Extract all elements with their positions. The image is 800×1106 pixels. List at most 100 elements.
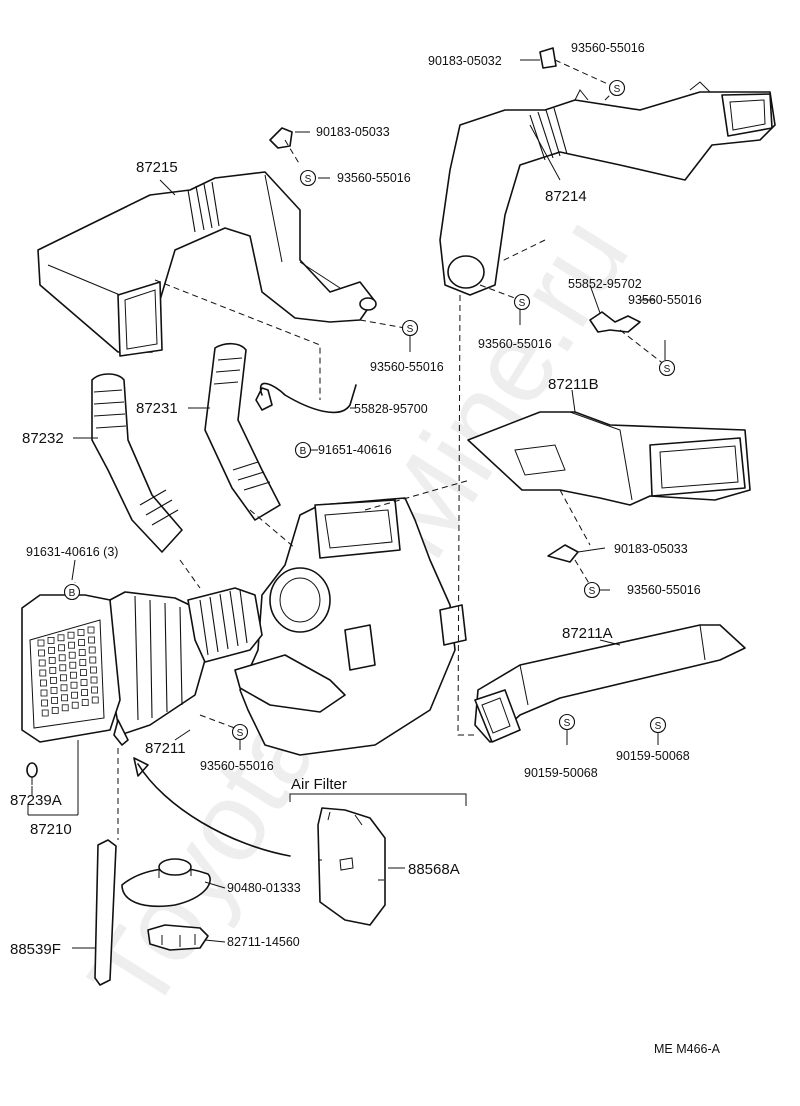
label-87211A: 87211A (562, 625, 613, 642)
symbol-s-icon: S (513, 293, 531, 311)
svg-text:S: S (237, 728, 244, 739)
filter-grid-cell (60, 684, 68, 692)
label-90480-01333: 90480-01333 (227, 881, 301, 895)
label-87232: 87232 (22, 430, 64, 447)
filter-grid-cell (91, 696, 99, 704)
svg-text:B: B (300, 446, 307, 457)
label-90159-50068-a: 90159-50068 (524, 766, 598, 780)
filter-grid-cell (78, 649, 86, 656)
label-90159-50068-b: 90159-50068 (616, 749, 690, 763)
filter-grid-cell (49, 667, 57, 674)
svg-text:S: S (305, 174, 312, 185)
filter-grid-cell (40, 679, 47, 687)
symbol-s-icon: S (401, 319, 419, 337)
label-87214: 87214 (545, 188, 587, 205)
filter-grid-cell (80, 679, 88, 686)
symbol-s-icon: S (231, 723, 249, 741)
filter-grid-cell (67, 631, 75, 639)
symbol-b-icon: B (63, 583, 81, 601)
filter-grid-cell (77, 629, 85, 636)
label-82711-14560: 82711-14560 (227, 935, 300, 949)
filter-grid-cell (51, 707, 59, 714)
svg-text:S: S (407, 324, 414, 335)
filter-grid-cell (80, 669, 87, 676)
hose-87232-drawing (91, 373, 183, 553)
duct-87214-drawing (439, 81, 776, 296)
label-87231: 87231 (136, 400, 178, 417)
filter-grid-cell (71, 701, 79, 709)
filter-grid-cell (61, 694, 68, 702)
leader-lines (27, 59, 666, 949)
filter-grid-cell (47, 637, 55, 644)
blower-unit-drawing (234, 497, 467, 756)
duct-87211A-drawing (474, 624, 746, 743)
svg-text:S: S (564, 718, 571, 729)
filter-grid-cell (81, 689, 88, 696)
filter-grid-cell (48, 647, 55, 654)
label-55852-95702: 55852-95702 (568, 277, 642, 291)
filter-grid-cell (38, 649, 45, 657)
filter-grid-cell (38, 659, 46, 667)
label-93560-55016-a: 93560-55016 (337, 171, 411, 185)
filter-grid-cell (90, 666, 97, 674)
label-93560-55016-f: 93560-55016 (200, 759, 274, 773)
assembly-lines (71, 59, 666, 840)
filter-grid-cell (50, 677, 57, 684)
hose-87231-drawing (204, 342, 281, 521)
symbol-b-icon: B (294, 441, 312, 459)
label-87210: 87210 (30, 821, 72, 838)
filter-grid-cell (87, 626, 95, 634)
svg-text:S: S (655, 721, 662, 732)
svg-text:S: S (664, 364, 671, 375)
label-88539F: 88539F (10, 941, 61, 958)
label-88568A: 88568A (408, 861, 460, 878)
filter-grid-cell (68, 641, 75, 649)
symbol-s-icon: S (658, 359, 676, 377)
label-87211: 87211 (145, 740, 186, 757)
filter-grid-cell (41, 699, 48, 707)
filter-grid-cell (70, 681, 78, 689)
duct-87211B-drawing (467, 411, 751, 506)
filter-grid-cell (61, 704, 69, 712)
filter-grid-cell (48, 657, 56, 664)
svg-text:S: S (589, 586, 596, 597)
label-87215: 87215 (136, 159, 178, 176)
svg-text:S: S (614, 84, 621, 95)
filter-grid-cell (90, 676, 98, 684)
filter-grid-cell (70, 671, 77, 679)
filter-grid-cell (69, 661, 77, 669)
filter-grid-cell (71, 691, 78, 699)
diagram-code: ME M466-A (654, 1042, 721, 1056)
label-93560-55016-e: 93560-55016 (627, 583, 701, 597)
filter-grid-cell (58, 644, 65, 652)
filter-grid-cell (57, 634, 65, 642)
label-87211B: 87211B (548, 376, 599, 393)
filter-grid-cell (41, 709, 49, 717)
svg-text:B: B (69, 588, 76, 599)
label-93560-55016-b: 93560-55016 (370, 360, 444, 374)
duct-87215-drawing (37, 171, 377, 357)
filter-grid-cell (59, 664, 67, 672)
label-55828-95700: 55828-95700 (354, 402, 428, 416)
symbol-s-icon: S (649, 716, 667, 734)
filter-grid-cell (78, 639, 85, 646)
label-93560-55016-d: 93560-55016 (628, 293, 702, 307)
label-91651-40616: 91651-40616 (318, 443, 392, 457)
symbol-s-icon: S (299, 169, 317, 187)
filter-grid-cell (50, 687, 58, 694)
symbol-s-icon: S (583, 581, 601, 599)
label-87239A: 87239A (10, 792, 62, 809)
filter-grid-cell (68, 651, 76, 659)
symbol-s-icon: S (558, 713, 576, 731)
label-90183-05033-mid: 90183-05033 (614, 542, 688, 556)
filter-grid-cell (37, 639, 45, 647)
filter-grid-cell (79, 659, 87, 666)
air-filter-group (94, 757, 467, 986)
label-93560-55016-c: 93560-55016 (478, 337, 552, 351)
air-filter-heading: Air Filter (291, 776, 347, 793)
filter-grid-cell (88, 636, 95, 644)
filter-grid-cell (60, 674, 67, 682)
clips-drawing (255, 47, 641, 563)
label-90183-05032: 90183-05032 (428, 54, 502, 68)
